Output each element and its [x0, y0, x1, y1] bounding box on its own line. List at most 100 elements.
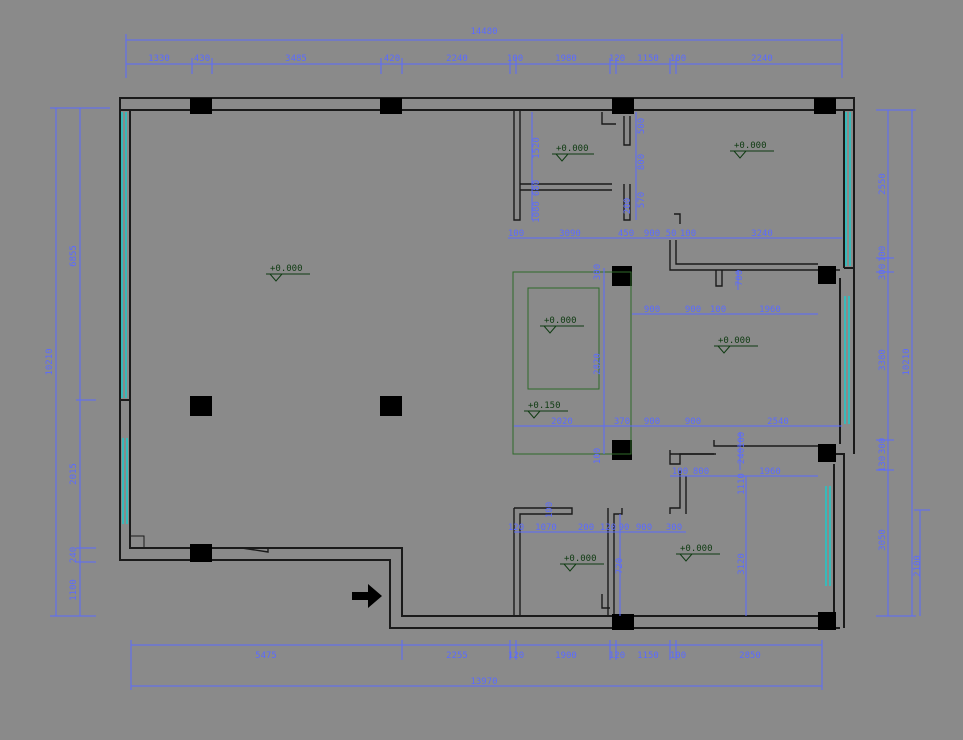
- bottom-dim-7: 100: [670, 651, 686, 661]
- column: [612, 98, 634, 114]
- top-dim-6: 100: [507, 54, 523, 64]
- int-dim-r5-3: 200: [578, 523, 594, 533]
- left-dim-4: 1100: [69, 579, 79, 601]
- left-dimension-chain: 10210 6855 2015 240 1100: [45, 107, 110, 617]
- int-dim-r2-3: 100: [710, 305, 726, 315]
- top-dim-8: 120: [609, 54, 625, 64]
- column: [190, 98, 212, 114]
- level-marker-room-top-small: +0.000: [552, 144, 594, 162]
- level-marker-room-bottom-right: +0.000: [676, 544, 720, 562]
- column: [190, 396, 212, 416]
- left-dim-2: 2015: [69, 463, 79, 485]
- level-marker-room-top-right: +0.000: [730, 141, 774, 159]
- top-dim-10: 100: [670, 54, 686, 64]
- right-dim-1: 2550: [878, 173, 888, 195]
- int-dim-r2-4: 1960: [759, 305, 781, 315]
- bottom-dim-3: 120: [508, 651, 524, 661]
- int-v-dim-4: 500: [637, 118, 647, 134]
- int-v-dim-14: 3120: [737, 553, 747, 575]
- int-v-dim-10: 100: [593, 448, 603, 464]
- int-dim-r3-1: 2020: [551, 417, 573, 427]
- int-dim-r5-6: 900: [636, 523, 652, 533]
- top-dim-1: 1330: [148, 54, 170, 64]
- bottom-dim-5: 120: [609, 651, 625, 661]
- column: [818, 444, 836, 462]
- structural-columns: [190, 98, 836, 630]
- top-total-dim: 14480: [470, 27, 497, 37]
- column: [612, 266, 632, 286]
- int-v-dim-3: 1080: [532, 201, 542, 223]
- svg-text:+0.000: +0.000: [556, 144, 589, 154]
- svg-text:+0.000: +0.000: [270, 264, 303, 274]
- right-total-dim: 10210: [902, 348, 912, 375]
- column: [190, 544, 212, 562]
- right-dim-7: 3050: [878, 529, 888, 551]
- int-v-dim-9: 2820: [593, 353, 603, 375]
- level-markers: +0.000 +0.000 +0.000 +0.000 +0.000 +0.15…: [266, 141, 774, 572]
- column: [380, 396, 402, 416]
- svg-text:+0.000: +0.000: [718, 336, 751, 346]
- bottom-dim-4: 1900: [555, 651, 577, 661]
- int-dim-r3-3: 900: [644, 417, 660, 427]
- int-dim-r1-3: 450: [618, 229, 634, 239]
- column: [612, 440, 632, 460]
- bottom-dim-2: 2255: [446, 651, 468, 661]
- left-dim-1: 6855: [69, 245, 79, 267]
- right-dim-3: 100: [878, 246, 888, 262]
- raised-platform: [512, 271, 632, 455]
- svg-text:+0.000: +0.000: [544, 316, 577, 326]
- column: [612, 614, 634, 630]
- right-dim-5: 130: [878, 456, 888, 472]
- int-dim-r2-2: 900: [685, 305, 701, 315]
- arrow-right-icon: [352, 584, 382, 608]
- top-dimension-chain: 14480 1330 430 3485 420 2240 100 1980 12…: [125, 27, 843, 78]
- int-dim-r1-2: 3090: [559, 229, 581, 239]
- right-dimension-chain: 2550 300 100 3380 130 300 3050 10210 210…: [876, 109, 930, 617]
- top-dim-5: 2240: [446, 54, 468, 64]
- int-dim-r5-4: 120: [600, 523, 616, 533]
- column: [814, 98, 836, 114]
- int-v-dim-12: 100: [737, 432, 747, 448]
- int-v-dim-13: 1110: [737, 473, 747, 495]
- top-dim-3: 3485: [285, 54, 307, 64]
- int-dim-r1-6: 100: [680, 229, 696, 239]
- exterior-walls: [119, 97, 855, 629]
- int-dim-r1-5: 50: [666, 229, 677, 239]
- left-total-dim: 10210: [45, 348, 55, 375]
- right-dim-2: 300: [878, 264, 888, 280]
- int-dim-r3-5: 2540: [767, 417, 789, 427]
- int-dim-r4-3: 1960: [759, 467, 781, 477]
- top-dim-11: 2240: [751, 54, 773, 64]
- column: [818, 612, 836, 630]
- int-dim-r3-2: 370: [614, 417, 630, 427]
- int-v-dim-7: 200: [623, 198, 633, 214]
- bottom-dim-8: 2850: [739, 651, 761, 661]
- svg-text:+0.000: +0.000: [680, 544, 713, 554]
- top-dim-9: 1150: [637, 54, 659, 64]
- int-dim-r2-1: 900: [644, 305, 660, 315]
- level-marker-room-mid-right: +0.000: [714, 336, 758, 354]
- int-dim-r1-4: 900: [644, 229, 660, 239]
- int-v-dim-17: 720: [615, 558, 625, 574]
- int-dim-r1-1: 100: [508, 229, 524, 239]
- int-v-dim-8: 300: [593, 264, 603, 280]
- int-v-dim-16: 100: [545, 502, 555, 518]
- level-marker-step: +0.150: [524, 401, 568, 419]
- column: [818, 266, 836, 284]
- int-dim-r5-5: 90: [619, 523, 630, 533]
- int-dim-r3-4: 900: [685, 417, 701, 427]
- interior-walls: [129, 110, 840, 617]
- svg-text:+0.000: +0.000: [734, 141, 767, 151]
- int-dim-r1-7: 3240: [751, 229, 773, 239]
- bottom-dim-6: 1150: [637, 651, 659, 661]
- int-v-dim-11: 240: [737, 448, 747, 464]
- int-dim-r5-1: 120: [508, 523, 524, 533]
- int-v-dim-6: 570: [637, 192, 647, 208]
- bottom-dimension-chain: 5475 2255 120 1900 120 1150 100 2850 139…: [130, 640, 823, 690]
- svg-text:+0.000: +0.000: [564, 554, 597, 564]
- int-dim-r4-1: 100: [672, 467, 688, 477]
- top-dim-7: 1980: [555, 54, 577, 64]
- windows: [121, 112, 851, 586]
